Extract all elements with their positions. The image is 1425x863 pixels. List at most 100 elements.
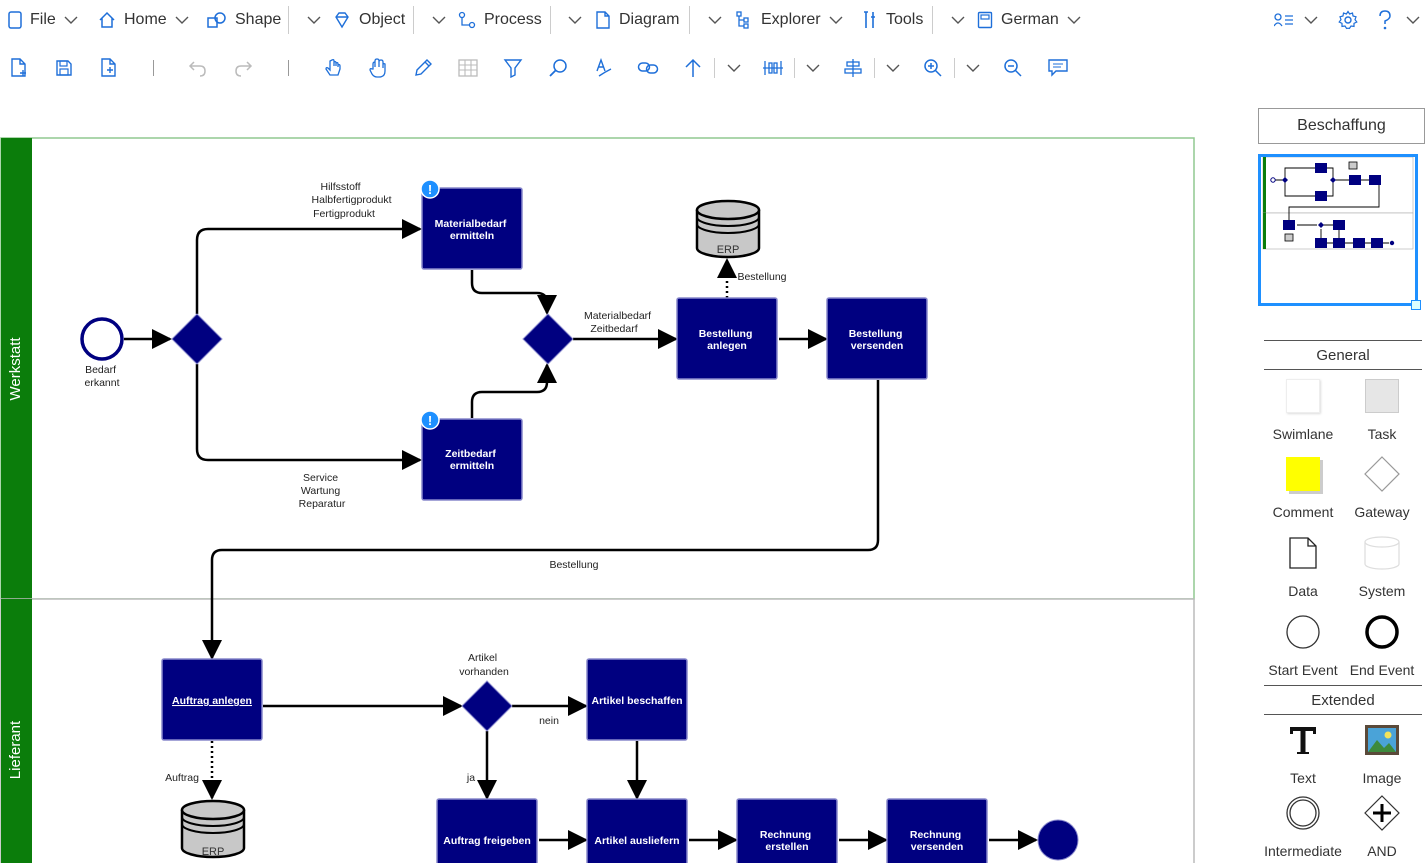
task-artikel-beschaffen[interactable]: Artikel beschaffen <box>586 658 688 741</box>
menu-process[interactable]: Process <box>458 6 542 34</box>
chevron-down-icon <box>806 64 820 72</box>
label-hilfsstoff: Hilfsstoff Halbfertigprodukt Fertigprodu… <box>312 181 395 220</box>
comment-button[interactable] <box>1046 56 1070 80</box>
new-button[interactable] <box>7 56 31 80</box>
palette-image[interactable]: Image <box>1342 716 1422 786</box>
task-rechnung-erstellen[interactable]: Rechnung erstellen <box>736 798 838 863</box>
palette-intermediate[interactable]: Intermediate <box>1263 789 1343 859</box>
link-button[interactable] <box>636 56 660 80</box>
menu-home[interactable]: Home <box>98 6 189 34</box>
move-dropdown[interactable] <box>722 56 746 80</box>
move-up-button[interactable] <box>681 56 705 80</box>
align-dropdown[interactable] <box>881 56 905 80</box>
menu-diagram[interactable]: Diagram <box>595 6 679 34</box>
task-rechnung-versenden[interactable]: Rechnung versenden <box>886 798 988 863</box>
menu-shape[interactable]: Shape <box>207 6 281 34</box>
align-center-icon <box>844 59 862 77</box>
menu-diagram-dropdown[interactable] <box>700 6 722 34</box>
lane-werkstatt[interactable]: Werkstatt <box>0 137 1195 600</box>
palette-end-event[interactable]: End Event <box>1342 608 1422 678</box>
svg-text:!: ! <box>428 413 432 428</box>
menu-process-label: Process <box>484 11 542 28</box>
erp-label: ERP <box>202 846 225 858</box>
menu-explorer[interactable]: Explorer <box>735 6 843 34</box>
separator <box>714 58 715 78</box>
menu-language[interactable]: German <box>977 6 1081 34</box>
palette-task[interactable]: Task <box>1342 372 1422 442</box>
erp-system-top[interactable]: ERP <box>695 199 761 259</box>
warning-badge: ! <box>420 179 440 199</box>
gateway-split[interactable] <box>171 313 223 365</box>
redo-button[interactable] <box>231 56 255 80</box>
save-as-button[interactable] <box>97 56 121 80</box>
pan-tool-button[interactable] <box>366 56 390 80</box>
task-materialbedarf-ermitteln[interactable]: Materialbedarf ermitteln <box>421 187 523 270</box>
undo-button[interactable] <box>186 56 210 80</box>
palette-text[interactable]: Text <box>1263 716 1343 786</box>
palette-label: Image <box>1362 770 1402 786</box>
search-button[interactable] <box>546 56 570 80</box>
filter-button[interactable] <box>501 56 525 80</box>
task-artikel-ausliefern[interactable]: Artikel ausliefern <box>586 798 688 863</box>
select-tool-button[interactable] <box>321 56 345 80</box>
erp-system-bottom[interactable]: ERP <box>180 799 246 859</box>
distribute-button[interactable] <box>761 56 785 80</box>
save-button[interactable] <box>52 56 76 80</box>
menu-object[interactable]: Object <box>333 6 405 34</box>
shape-icon <box>207 12 226 28</box>
grid-button[interactable] <box>456 56 480 80</box>
menu-process-dropdown[interactable] <box>560 6 582 34</box>
chevron-down-icon <box>307 16 321 24</box>
menu-shape-dropdown[interactable] <box>299 6 321 34</box>
section-extended[interactable]: Extended <box>1264 685 1422 715</box>
chevron-down-icon <box>1304 16 1318 24</box>
end-event[interactable] <box>1037 819 1079 861</box>
zoom-out-button[interactable] <box>1001 56 1025 80</box>
association-flows <box>202 258 737 800</box>
start-event[interactable] <box>80 317 124 361</box>
menu-tools[interactable]: Tools <box>862 6 923 34</box>
chevron-down-icon <box>175 16 189 24</box>
end-event-icon <box>1365 615 1399 649</box>
pool-title[interactable]: Beschaffung <box>1258 108 1425 144</box>
user-menu[interactable] <box>1274 6 1318 34</box>
draw-tool-button[interactable] <box>411 56 435 80</box>
task-zeitbedarf-ermitteln[interactable]: Zeitbedarf ermitteln <box>421 418 523 501</box>
section-general[interactable]: General <box>1264 340 1422 370</box>
minimap-diagram <box>1262 156 1414 250</box>
chevron-down-icon <box>951 16 965 24</box>
spellcheck-button[interactable] <box>591 56 615 80</box>
gateway-artikel-vorhanden[interactable] <box>461 680 513 732</box>
menu-tools-dropdown[interactable] <box>943 6 965 34</box>
overview-resize-handle[interactable] <box>1411 300 1421 310</box>
palette-comment[interactable]: Comment <box>1263 450 1343 520</box>
task-bestellung-versenden[interactable]: Bestellung versenden <box>826 297 928 380</box>
task-bestellung-anlegen[interactable]: Bestellung anlegen <box>676 297 778 380</box>
task-auftrag-anlegen[interactable]: Auftrag anlegen <box>161 658 263 741</box>
palette-data[interactable]: Data <box>1263 529 1343 599</box>
zoom-dropdown[interactable] <box>961 56 985 80</box>
separator <box>288 60 289 76</box>
new-document-icon <box>11 58 26 77</box>
palette-and[interactable]: AND <box>1342 789 1422 859</box>
lane-label-werkstatt: Werkstatt <box>7 337 24 401</box>
hand-icon <box>369 58 386 78</box>
task-auftrag-freigeben[interactable]: Auftrag freigeben <box>436 798 538 863</box>
align-button[interactable] <box>841 56 865 80</box>
diagram-canvas[interactable]: Werkstatt Lieferant Bedarf erkannt <box>0 96 1240 863</box>
chevron-down-icon <box>1406 16 1420 24</box>
zoom-in-button[interactable] <box>921 56 945 80</box>
palette-system[interactable]: System <box>1342 529 1422 599</box>
palette-swimlane[interactable]: Swimlane <box>1263 372 1343 442</box>
palette-start-event[interactable]: Start Event <box>1263 608 1343 678</box>
palette-gateway[interactable]: Gateway <box>1342 450 1422 520</box>
text-icon <box>1290 727 1316 754</box>
distribute-dropdown[interactable] <box>801 56 825 80</box>
settings-button[interactable] <box>1338 6 1366 34</box>
help-menu[interactable] <box>1378 6 1420 34</box>
gateway-join[interactable] <box>522 313 574 365</box>
menu-home-label: Home <box>124 11 167 28</box>
menu-object-dropdown[interactable] <box>424 6 446 34</box>
menu-file[interactable]: File <box>8 6 78 34</box>
overview-minimap[interactable] <box>1258 154 1418 306</box>
